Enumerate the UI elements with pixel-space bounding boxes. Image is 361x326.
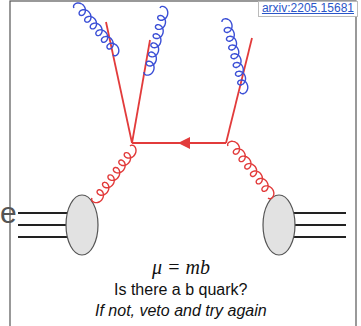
proton-blob: [263, 195, 295, 255]
quark-line: [106, 22, 132, 143]
proton-line: [290, 224, 346, 226]
proton-group: [18, 195, 346, 255]
gluon-lines: [74, 3, 274, 203]
gluon-coil: [222, 19, 248, 94]
arxiv-reference: arxiv:2205.15681: [258, 1, 358, 17]
quark-line: [132, 40, 150, 143]
gluon-coil: [144, 6, 168, 75]
quark-arrow: [178, 137, 190, 149]
gluon-coil: [92, 145, 136, 202]
question-text: Is there a b quark?: [114, 281, 247, 299]
scale-equation: μ = mb: [152, 256, 210, 279]
proton-line: [18, 212, 72, 214]
proton-line: [18, 224, 72, 226]
proton-line: [290, 212, 346, 214]
panel-border: [10, 1, 356, 326]
proton-blob: [66, 195, 98, 255]
proton-line: [290, 236, 346, 238]
gluon-coil: [228, 141, 274, 198]
instruction-text: If not, veto and try again: [95, 302, 267, 320]
gluon-coil: [74, 3, 119, 56]
proton-line: [18, 236, 72, 238]
background-letter: e: [0, 196, 17, 231]
